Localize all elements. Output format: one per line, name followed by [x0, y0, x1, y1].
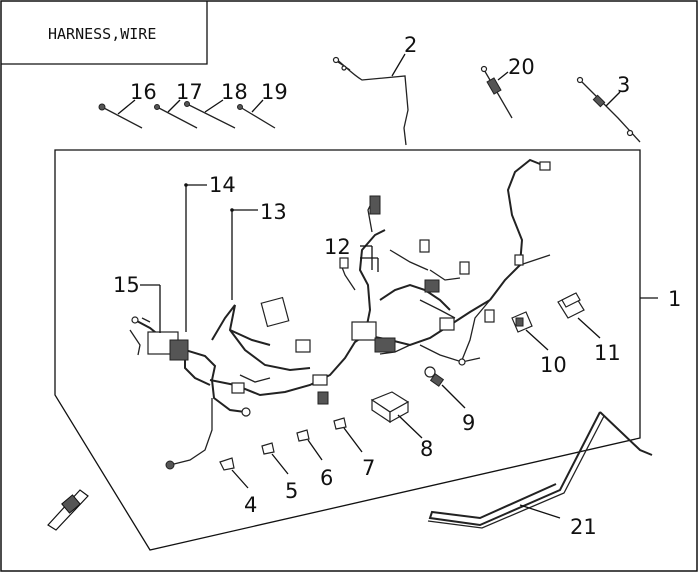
leader-20	[497, 71, 509, 81]
part-17-wire	[154, 104, 198, 129]
part-11-module	[557, 292, 585, 319]
callout-20: 20	[508, 55, 535, 79]
diagram-title: HARNESS,WIRE	[48, 25, 156, 43]
part-6-terminal	[296, 429, 310, 442]
callout-6: 6	[320, 466, 333, 490]
leader-19	[251, 99, 264, 113]
part-18-wire	[184, 101, 236, 129]
leader-2	[391, 53, 406, 77]
part-2-sub-harness	[332, 56, 409, 146]
callout-12: 12	[324, 235, 351, 259]
callout-4: 4	[244, 493, 257, 517]
leader-14	[184, 183, 207, 332]
part-16-wire	[98, 103, 143, 129]
callout-10: 10	[540, 353, 567, 377]
leader-7	[343, 427, 363, 453]
assembly-outline	[54, 149, 641, 551]
callout-7: 7	[362, 456, 375, 480]
callout-18: 18	[221, 80, 248, 104]
callout-16: 16	[130, 80, 157, 104]
leader-16	[117, 99, 136, 115]
leader-6	[307, 439, 323, 461]
part-19-wire	[237, 104, 276, 129]
title-box: HARNESS,WIRE	[1, 1, 208, 65]
part-4-terminal	[219, 457, 235, 471]
leader-5	[271, 453, 289, 475]
part-10-module	[511, 311, 533, 333]
part-5-terminal	[261, 442, 275, 455]
part-20-connector	[480, 65, 513, 119]
reference-card	[47, 489, 89, 531]
leader-4	[231, 469, 249, 489]
leader-3	[605, 91, 621, 107]
callout-14: 14	[209, 173, 236, 197]
leader-12	[360, 245, 379, 272]
leader-11	[577, 317, 601, 339]
leader-13	[230, 208, 258, 300]
callout-3: 3	[617, 73, 630, 97]
callout-15: 15	[113, 273, 140, 297]
callout-1: 1	[668, 287, 681, 311]
leader-8	[397, 414, 423, 439]
callout-2: 2	[404, 33, 417, 57]
leader-17	[167, 99, 181, 113]
part-8-relay	[370, 391, 410, 424]
part-21-tube	[427, 411, 653, 529]
part-7-terminal	[333, 417, 347, 430]
callout-21: 21	[570, 515, 597, 539]
callout-13: 13	[260, 200, 287, 224]
callout-9: 9	[462, 411, 475, 435]
callout-5: 5	[285, 479, 298, 503]
part-3-lead	[576, 76, 641, 143]
callout-19: 19	[261, 80, 288, 104]
callout-8: 8	[420, 437, 433, 461]
leader-21	[519, 504, 561, 519]
leader-10	[525, 329, 549, 351]
leader-9	[441, 384, 466, 409]
leader-15	[140, 284, 161, 333]
leader-18	[204, 99, 224, 113]
callout-17: 17	[176, 80, 203, 104]
part-1-main-harness	[129, 158, 551, 470]
part-9-bolt	[424, 366, 445, 387]
callout-11: 11	[594, 341, 621, 365]
